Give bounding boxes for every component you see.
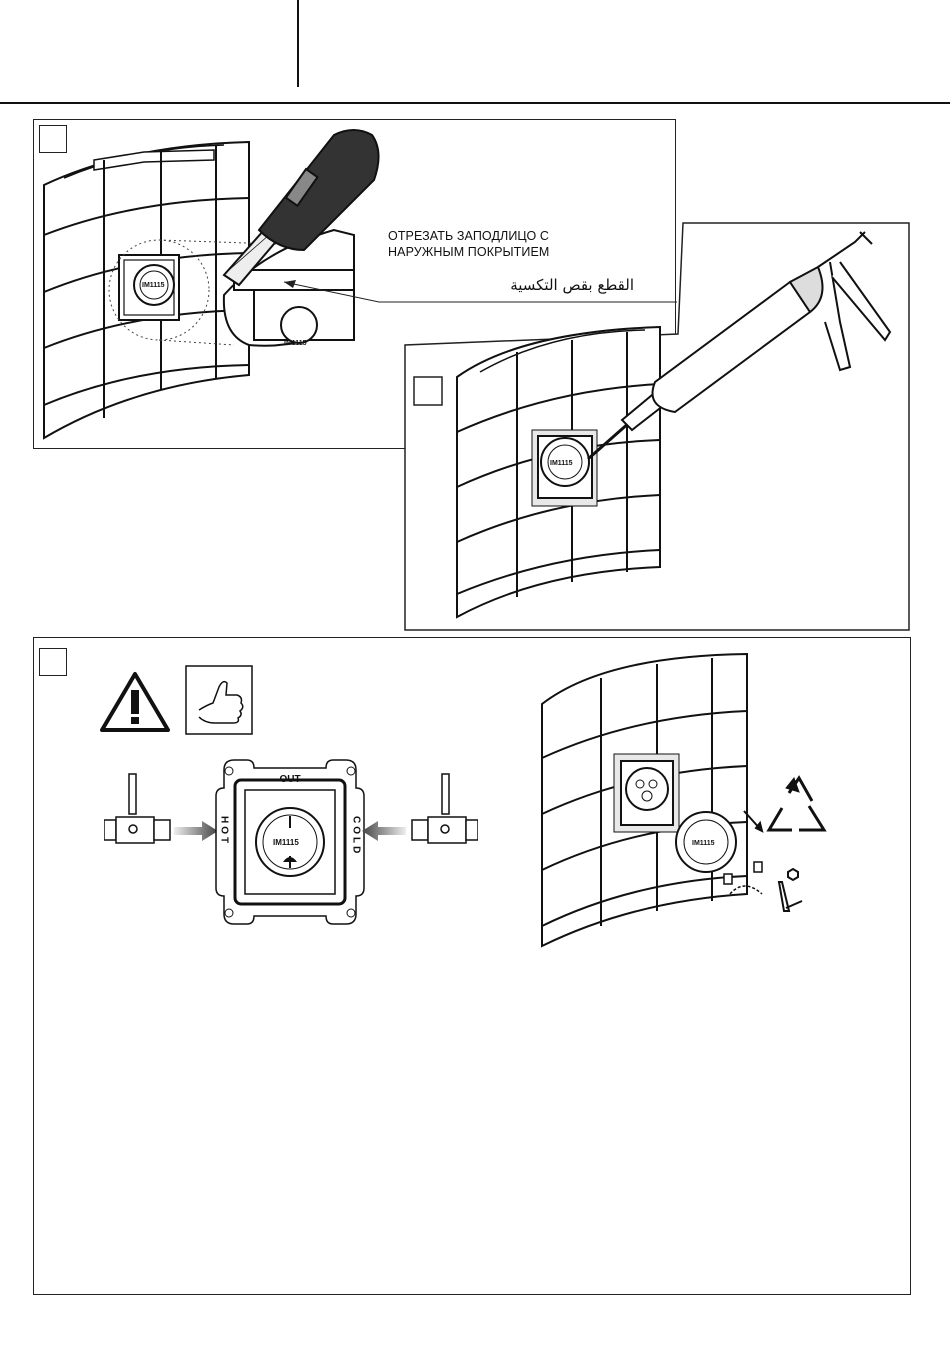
frame-valve-label: IM1115: [273, 838, 299, 847]
svg-text:IM1115: IM1115: [284, 340, 307, 347]
mounted-box: IM1115: [532, 430, 597, 506]
frame-out-label: OUT: [279, 774, 300, 785]
frame-cold-label: COLD: [351, 816, 362, 856]
cold-inflow-arrow: [362, 821, 407, 841]
header-divider-vertical: [297, 0, 299, 87]
step3-number-box: [39, 648, 67, 676]
step1-part-label: IM1115: [142, 282, 165, 289]
header-divider-horizontal: [0, 102, 950, 104]
step3-panel: OUT IM1115 HOT COLD: [33, 637, 911, 1295]
thumbs-up-icon: [185, 665, 253, 735]
ball-valve-icon-cold: [408, 770, 478, 850]
tile-wall: [542, 654, 747, 946]
step2-panel: IM1115: [400, 222, 912, 632]
removed-cap: IM1115: [676, 811, 762, 872]
wall-box: IM1115: [119, 255, 179, 320]
step2-number-box: [414, 377, 442, 405]
cap-removal-illustration: IM1115: [534, 646, 834, 956]
frame-hot-label: HOT: [219, 816, 230, 846]
mounting-frame: OUT IM1115 HOT COLD: [209, 758, 371, 926]
hex-key-icon: [779, 869, 802, 911]
recycle-icon: [769, 778, 824, 830]
warning-triangle-icon: [99, 670, 171, 734]
ball-valve-icon-hot: [104, 770, 174, 850]
step2-part-label: IM1115: [550, 460, 573, 467]
cap-part-label: IM1115: [692, 840, 715, 847]
step1-number-box: [39, 125, 67, 153]
